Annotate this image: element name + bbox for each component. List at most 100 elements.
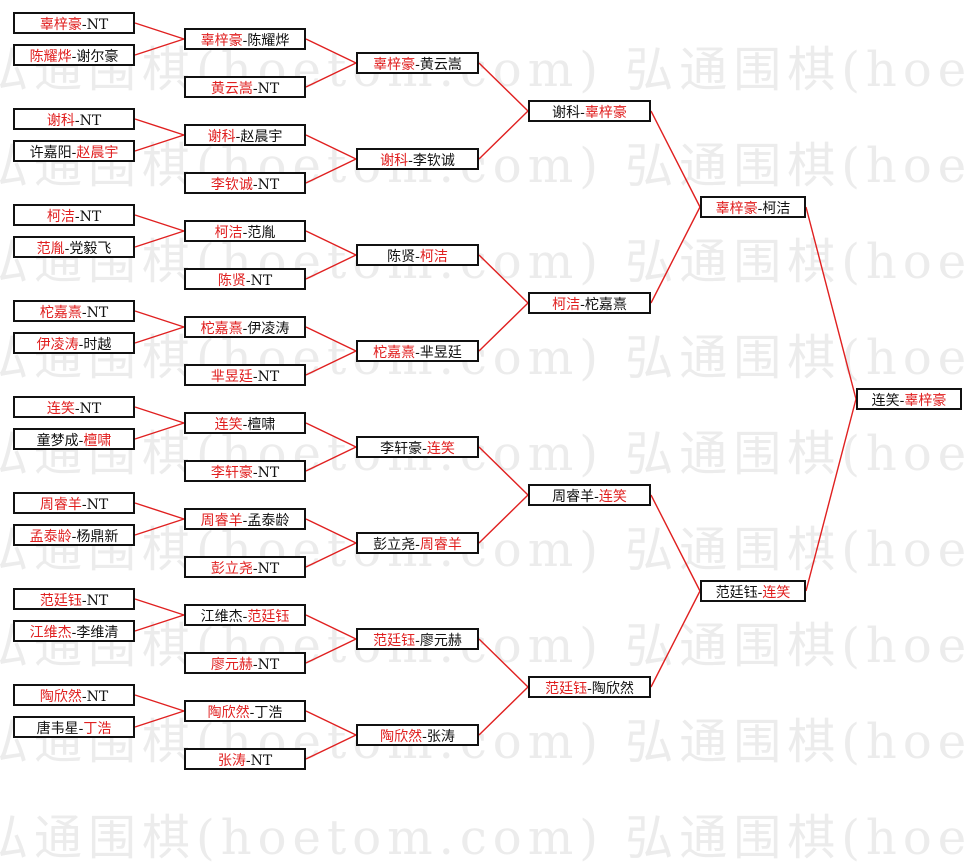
match-box-r2: 黄云嵩-NT xyxy=(184,76,306,98)
connector-line xyxy=(134,710,185,728)
match-box-r4: 范廷钰-陶欣然 xyxy=(528,676,651,698)
separator-dash: - xyxy=(757,585,763,601)
player-name: NT xyxy=(79,209,102,225)
connector-line xyxy=(805,206,857,400)
separator-dash: - xyxy=(415,537,420,553)
separator-dash: - xyxy=(587,681,592,697)
player-name: 伊凌涛 xyxy=(247,321,290,337)
match-box-r2: 芈昱廷-NT xyxy=(184,364,306,386)
player-name: 李轩豪 xyxy=(210,465,253,481)
match-box-r2: 柯洁-范胤 xyxy=(184,220,306,242)
player-name: 范廷钰 xyxy=(373,633,416,649)
player-name: 连笑 xyxy=(46,401,75,417)
watermark-text: 弘通围棋(hoetom.com) 弘通围棋(hoetom.com) xyxy=(0,330,973,386)
player-name: 周睿羊 xyxy=(200,513,243,529)
match-box-r2: 陶欣然-丁浩 xyxy=(184,700,306,722)
player-name: 连笑 xyxy=(762,585,791,601)
separator-dash: - xyxy=(580,297,585,313)
connector-line xyxy=(305,230,357,256)
separator-dash: - xyxy=(71,625,77,641)
player-name: 辜梓豪 xyxy=(200,33,243,49)
player-name: 李钦诚 xyxy=(412,153,455,169)
separator-dash: - xyxy=(242,321,248,337)
player-name: 谢科 xyxy=(552,105,581,121)
player-name: NT xyxy=(257,81,280,97)
separator-dash: - xyxy=(415,633,420,649)
player-name: 范胤 xyxy=(36,241,65,257)
match-box-r2: 陈贤-NT xyxy=(184,268,306,290)
watermark-text: 弘通围棋(hoetom.com) 弘通围棋(hoetom.com) xyxy=(0,810,973,866)
connector-line xyxy=(805,398,857,592)
connector-line xyxy=(134,214,185,232)
match-box-r1: 辜梓豪-NT xyxy=(13,12,135,34)
match-box-r3: 彭立尧-周睿羊 xyxy=(356,532,479,554)
player-name: 李钦诚 xyxy=(210,177,253,193)
connector-line xyxy=(478,686,529,736)
separator-dash: - xyxy=(415,249,420,265)
separator-dash: - xyxy=(242,417,248,433)
connector-line xyxy=(478,110,529,160)
separator-dash: - xyxy=(235,129,241,145)
separator-dash: - xyxy=(415,345,420,361)
player-name: NT xyxy=(250,273,273,289)
player-name: 黄云嵩 xyxy=(419,57,462,73)
separator-dash: - xyxy=(71,145,77,161)
match-box-r3: 谢科-李钦诚 xyxy=(356,148,479,170)
player-name: 辜梓豪 xyxy=(584,105,627,121)
player-name: NT xyxy=(86,17,109,33)
player-name: 柁嘉熹 xyxy=(373,345,416,361)
player-name: NT xyxy=(86,689,109,705)
match-box-r1: 柁嘉熹-NT xyxy=(13,300,135,322)
connector-line xyxy=(134,230,185,248)
connector-line xyxy=(134,134,185,152)
player-name: 党毅飞 xyxy=(69,241,112,257)
connector-line xyxy=(305,134,357,160)
player-name: 周睿羊 xyxy=(552,489,595,505)
player-name: NT xyxy=(86,593,109,609)
player-name: 范廷钰 xyxy=(247,609,290,625)
separator-dash: - xyxy=(580,105,585,121)
match-box-r4: 周睿羊-连笑 xyxy=(528,484,651,506)
player-name: 陶欣然 xyxy=(39,689,82,705)
player-name: 檀啸 xyxy=(247,417,276,433)
watermark-text: 弘通围棋(hoetom.com) 弘通围棋(hoetom.com) xyxy=(0,714,973,770)
player-name: 陶欣然 xyxy=(207,705,250,721)
player-name: 唐韦星 xyxy=(36,721,79,737)
match-box-r1: 陈耀烨-谢尔豪 xyxy=(13,44,135,66)
separator-dash: - xyxy=(81,17,87,33)
player-name: NT xyxy=(79,401,102,417)
connector-line xyxy=(305,638,357,664)
match-box-r1: 孟泰龄-杨鼎新 xyxy=(13,524,135,546)
player-name: 柁嘉熹 xyxy=(584,297,627,313)
player-name: 李维清 xyxy=(76,625,119,641)
watermark-text: 弘通围棋(hoetom.com) 弘通围棋(hoetom.com) xyxy=(0,522,973,578)
player-name: NT xyxy=(79,113,102,129)
connector-line xyxy=(305,422,357,448)
separator-dash: - xyxy=(757,201,763,217)
match-box-r4: 谢科-辜梓豪 xyxy=(528,100,651,122)
player-name: 连笑 xyxy=(214,417,243,433)
match-box-r2: 连笑-檀啸 xyxy=(184,412,306,434)
match-box-r1: 周睿羊-NT xyxy=(13,492,135,514)
connector-line xyxy=(134,38,185,56)
separator-dash: - xyxy=(408,153,413,169)
match-box-r1: 陶欣然-NT xyxy=(13,684,135,706)
player-name: 时越 xyxy=(83,337,112,353)
match-box-r1: 江维杰-李维清 xyxy=(13,620,135,642)
separator-dash: - xyxy=(245,273,251,289)
player-name: NT xyxy=(257,657,280,673)
player-name: 童梦成 xyxy=(36,433,79,449)
match-box-r5: 辜梓豪-柯洁 xyxy=(700,196,806,218)
match-box-r2: 谢科-赵晨宇 xyxy=(184,124,306,146)
match-box-r2: 李钦诚-NT xyxy=(184,172,306,194)
connector-line xyxy=(478,254,529,304)
player-name: 彭立尧 xyxy=(210,561,253,577)
match-box-r2: 张涛-NT xyxy=(184,748,306,770)
player-name: 辜梓豪 xyxy=(373,57,416,73)
bracket-connector-lines xyxy=(134,22,857,760)
match-box-r1: 谢科-NT xyxy=(13,108,135,130)
player-name: 连笑 xyxy=(598,489,627,505)
match-box-r2: 李轩豪-NT xyxy=(184,460,306,482)
separator-dash: - xyxy=(81,689,87,705)
match-box-r1: 伊凌涛-时越 xyxy=(13,332,135,354)
